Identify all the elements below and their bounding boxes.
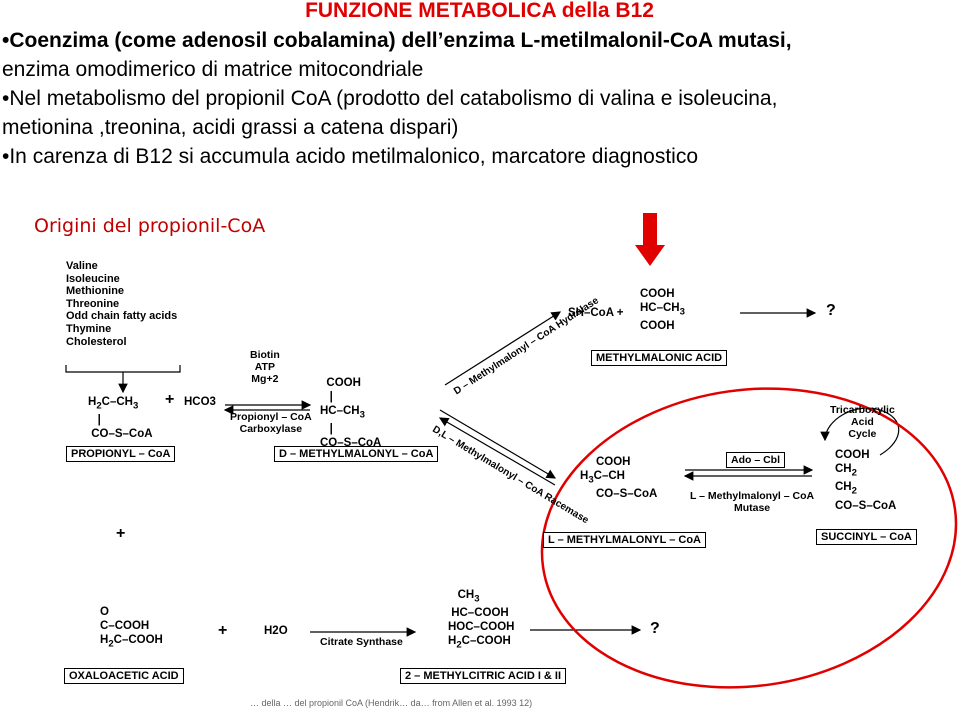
bullet-line-1: •Coenzima (come adenosil cobalamina) del… <box>2 29 792 52</box>
bullet-line-4: metionina ,treonina, acidi grassi a cate… <box>2 116 459 139</box>
methylmalonic-acid-box: METHYLMALONIC ACID <box>591 350 728 366</box>
adocbl-box: Ado – Cbl <box>726 452 785 468</box>
propionyl-structure: H2C–CH3 | CO–S–CoA <box>88 396 153 441</box>
cofactor-mg: Mg+2 <box>251 373 279 385</box>
cofactor-atp: ATP <box>254 361 275 373</box>
shcoa-label: SH–CoA + <box>568 307 624 319</box>
source-isoleucine: Isoleucine <box>66 272 120 285</box>
carboxylase-line-1: Propionyl – CoA <box>230 411 312 423</box>
bullet-line-5: •In carenza di B12 si accumula acido met… <box>2 145 699 168</box>
source-valine: Valine <box>66 260 98 272</box>
d-methylmalonyl-coa-box: D – METHYLMALONYL – CoA <box>274 446 439 462</box>
carboxylase-cofactors: Biotin ATP Mg+2 <box>250 349 280 385</box>
footnote: … della … del propionil CoA (Hendrik… da… <box>250 698 533 708</box>
diagram-subtitle: Origini del propionil-CoA <box>34 215 266 237</box>
plus-sign-1: + <box>165 391 175 408</box>
question-mark-2: ? <box>650 620 660 637</box>
cofactor-biotin: Biotin <box>250 349 280 361</box>
slide-title: FUNZIONE METABOLICA della B12 <box>305 0 654 22</box>
tca-cycle-label: Tricarboxylic Acid Cycle <box>830 404 895 440</box>
d-methylmalonyl-structure: COOH |HC–CH3 |CO–S–CoA <box>320 377 382 450</box>
source-thymine: Thymine <box>66 322 112 335</box>
hco3-label: HCO3 <box>184 396 216 408</box>
succinyl-coa-box: SUCCINYL – CoA <box>816 529 917 545</box>
propionyl-coa-box: PROPIONYL – CoA <box>66 446 176 462</box>
carboxylase-line-2: Carboxylase <box>239 423 303 435</box>
tca-line-1: Tricarboxylic <box>830 404 895 416</box>
bullet-line-3: •Nel metabolismo del propionil CoA (prod… <box>2 87 778 110</box>
tca-line-3: Cycle <box>848 428 877 440</box>
bullet-list: •Coenzima (come adenosil cobalamina) del… <box>2 26 957 171</box>
l-methylmalonyl-coa-box: L – METHYLMALONYL – CoA <box>543 532 706 548</box>
mutase-line-1: L – Methylmalonyl – CoA <box>690 490 815 502</box>
mutase-enzyme: L – Methylmalonyl – CoA Mutase <box>690 490 814 514</box>
source-list: Valine Isoleucine Methionine Threonine O… <box>66 260 177 348</box>
source-threonine: Threonine <box>66 297 120 310</box>
oxaloacetic-acid-box: OXALOACETIC ACID <box>64 668 184 684</box>
methylcitric-acid-box: 2 – METHYLCITRIC ACID I & II <box>400 668 567 684</box>
citrate-synthase-enzyme: Citrate Synthase <box>320 636 403 648</box>
source-cholesterol: Cholesterol <box>66 335 127 348</box>
source-methionine: Methionine <box>66 285 125 298</box>
bullet-line-2: enzima omodimerico di matrice mitocondri… <box>2 58 424 81</box>
question-mark-1: ? <box>826 302 836 319</box>
plus-sign-3: + <box>218 622 228 639</box>
tca-line-2: Acid <box>851 416 874 428</box>
water-label: H2O <box>264 625 288 637</box>
source-odd-fatty-acids: Odd chain fatty acids <box>66 310 178 323</box>
mutase-line-2: Mutase <box>733 502 771 514</box>
carboxylase-enzyme: Propionyl – CoA Carboxylase <box>230 411 312 435</box>
red-down-arrow <box>635 213 665 266</box>
plus-sign-2: + <box>116 525 126 542</box>
